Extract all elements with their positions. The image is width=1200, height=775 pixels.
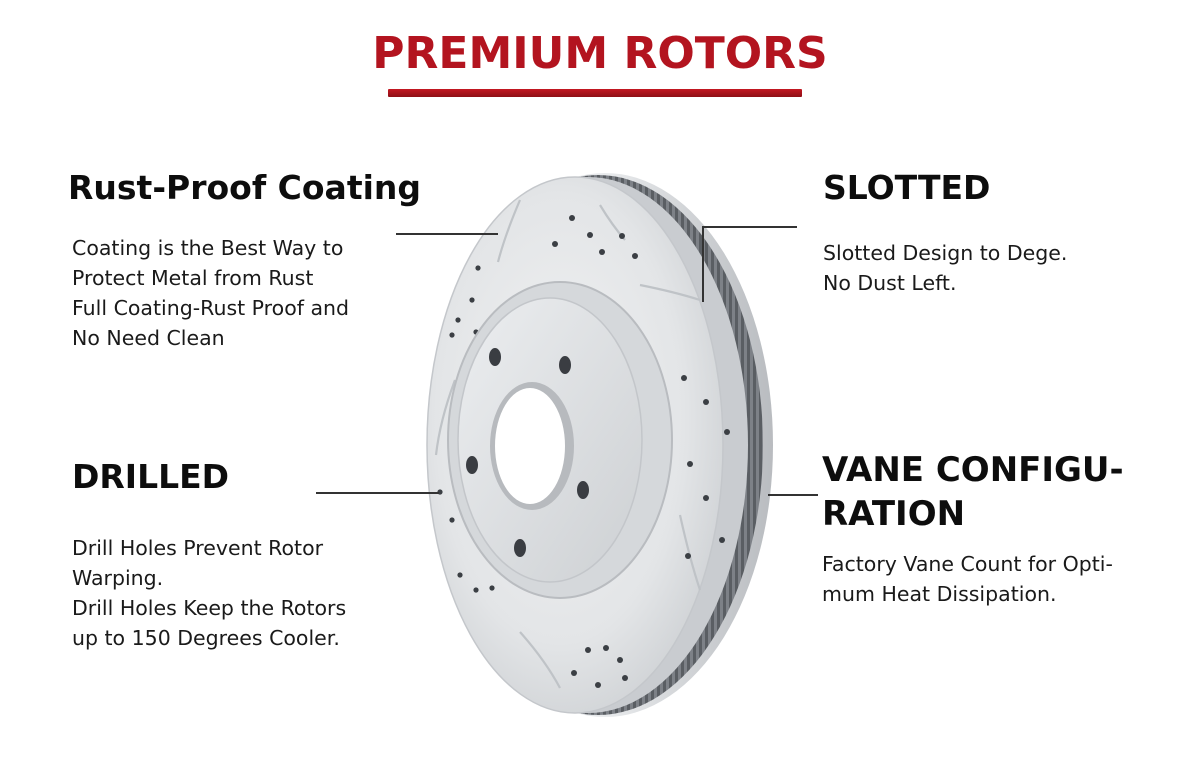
slotted-line: No Dust Left. bbox=[823, 271, 957, 295]
lug-hole bbox=[514, 539, 526, 557]
drill-hole bbox=[489, 585, 495, 591]
drill-hole bbox=[587, 232, 593, 238]
brake-rotor-image bbox=[426, 173, 773, 717]
drill-hole bbox=[632, 253, 638, 259]
drill-hole bbox=[455, 317, 461, 323]
vane-heading-line: RATION bbox=[822, 494, 966, 534]
rust-proof-line: Full Coating-Rust Proof and bbox=[72, 296, 350, 320]
drilled-line: Drill Holes Prevent Rotor bbox=[72, 536, 324, 560]
rust-proof-callout-line bbox=[396, 233, 498, 235]
vane-heading-line: VANE CONFIGU- bbox=[822, 450, 1124, 490]
drilled-line: Drill Holes Keep the Rotors bbox=[72, 596, 347, 620]
drilled-callout-line bbox=[316, 492, 439, 494]
drill-hole bbox=[703, 399, 709, 405]
rotor-lug-holes bbox=[466, 348, 589, 557]
drilled-heading: DRILLED bbox=[72, 457, 230, 496]
page-title: PREMIUM ROTORS bbox=[372, 28, 828, 79]
drill-hole bbox=[599, 249, 605, 255]
lug-hole bbox=[577, 481, 589, 499]
lug-hole bbox=[466, 456, 478, 474]
drilled-description: Drill Holes Prevent Rotor Warping. Drill… bbox=[72, 533, 346, 653]
slot-groove bbox=[519, 631, 561, 689]
drill-hole bbox=[473, 587, 479, 593]
drill-hole bbox=[475, 265, 481, 271]
drill-hole bbox=[571, 670, 577, 676]
vane-configuration-heading: VANE CONFIGU- RATION bbox=[822, 448, 1124, 536]
drill-hole bbox=[457, 572, 463, 578]
slotted-callout-drop bbox=[702, 226, 704, 302]
vane-configuration-description: Factory Vane Count for Opti- mum Heat Di… bbox=[822, 549, 1113, 609]
drill-hole bbox=[603, 645, 609, 651]
drill-hole bbox=[569, 215, 575, 221]
vane-callout-line bbox=[768, 494, 818, 496]
rust-proof-description: Coating is the Best Way to Protect Metal… bbox=[72, 233, 349, 353]
slot-groove bbox=[434, 379, 457, 456]
drill-hole bbox=[622, 675, 628, 681]
drill-hole bbox=[685, 553, 691, 559]
lug-hole bbox=[559, 356, 571, 374]
slotted-description: Slotted Design to Dege. No Dust Left. bbox=[823, 238, 1067, 298]
drill-hole bbox=[585, 647, 591, 653]
slotted-callout-line bbox=[703, 226, 797, 228]
drill-hole bbox=[681, 375, 687, 381]
drill-hole bbox=[469, 297, 475, 303]
lug-hole bbox=[489, 348, 501, 366]
drill-hole bbox=[595, 682, 601, 688]
drill-hole bbox=[724, 429, 730, 435]
drill-hole bbox=[552, 241, 558, 247]
drilled-line: Warping. bbox=[72, 566, 164, 590]
vane-line: Factory Vane Count for Opti- bbox=[822, 552, 1113, 576]
drilled-line: up to 150 Degrees Cooler. bbox=[72, 626, 340, 650]
drill-hole bbox=[449, 517, 455, 523]
drill-hole bbox=[619, 233, 625, 239]
drill-hole bbox=[617, 657, 623, 663]
rotor-center-bore bbox=[495, 388, 565, 504]
title-underline bbox=[388, 89, 802, 97]
vane-line: mum Heat Dissipation. bbox=[822, 582, 1057, 606]
drill-hole bbox=[719, 537, 725, 543]
slotted-line: Slotted Design to Dege. bbox=[823, 241, 1068, 265]
rotor-drill-holes bbox=[437, 215, 730, 688]
rust-proof-heading: Rust-Proof Coating bbox=[68, 168, 422, 207]
rust-proof-line: No Need Clean bbox=[72, 326, 225, 350]
slotted-heading: SLOTTED bbox=[823, 168, 991, 207]
slot-groove bbox=[496, 199, 522, 263]
slot-groove bbox=[639, 283, 701, 302]
rust-proof-line: Coating is the Best Way to bbox=[72, 236, 344, 260]
rust-proof-line: Protect Metal from Rust bbox=[72, 266, 314, 290]
drill-hole bbox=[703, 495, 709, 501]
drill-hole bbox=[687, 461, 693, 467]
drill-hole bbox=[449, 332, 455, 338]
